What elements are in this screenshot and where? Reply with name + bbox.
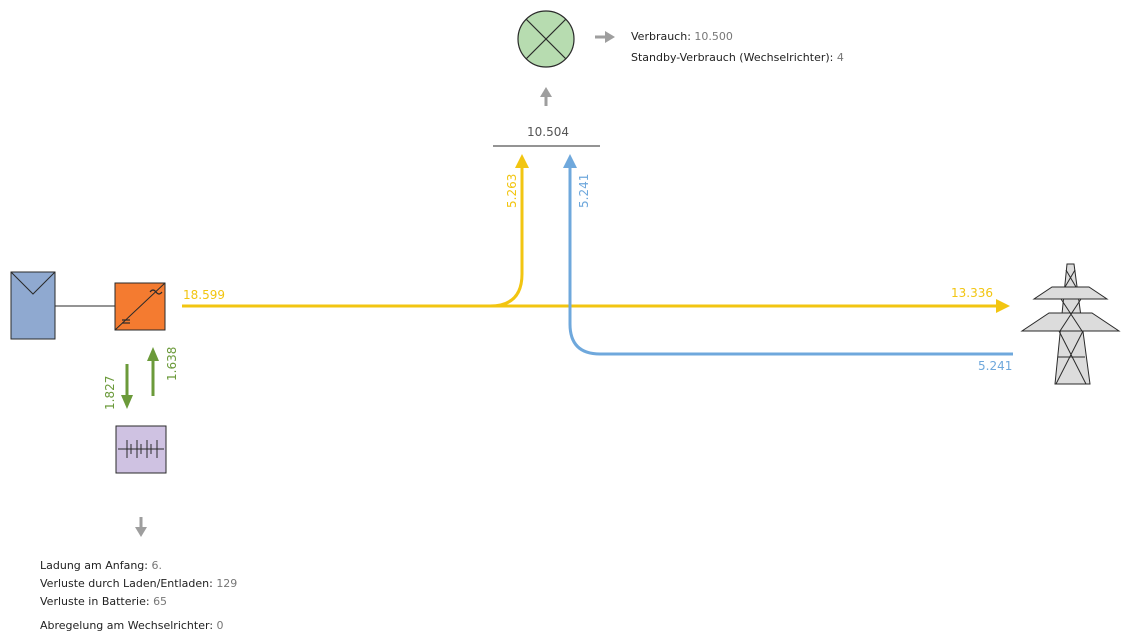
pv-to-load-arrowhead: [515, 154, 529, 168]
initial-charge-label: Ladung am Anfang:: [40, 559, 148, 572]
consumer-info: Verbrauch: 10.500 Standby-Verbrauch (Wec…: [631, 30, 844, 64]
feed-in-arrowhead: [996, 299, 1010, 313]
grid-to-load-flow-line: [568, 168, 1013, 356]
feed-in-label: 13.336: [951, 286, 993, 300]
curtail-value: 0: [216, 619, 224, 632]
battery-charge-arrow: [121, 364, 133, 409]
battery-discharge-arrow: [147, 347, 159, 396]
arrow-down-icon: [135, 517, 147, 537]
arrow-up-icon: [540, 87, 552, 106]
battery-charge-label: 1.827: [103, 376, 117, 410]
solar-panel-icon: [10, 271, 56, 340]
curtail-line: Abregelung am Wechselrichter: 0: [40, 617, 237, 635]
power-pylon-icon: [1020, 263, 1121, 385]
battery-info: Ladung am Anfang: 6. Verluste durch Lade…: [40, 557, 237, 635]
battery-discharge-label: 1.638: [165, 347, 179, 381]
standby-label: Standby-Verbrauch (Wechselrichter):: [631, 51, 834, 64]
charge-loss-value: 129: [216, 577, 238, 590]
consumption-line: Verbrauch: 10.500: [631, 30, 844, 43]
battery-loss-line: Verluste in Batterie: 65: [40, 593, 237, 611]
battery-loss-label: Verluste in Batterie:: [40, 595, 150, 608]
curtail-label: Abregelung am Wechselrichter:: [40, 619, 214, 632]
battery-icon: [115, 425, 167, 474]
grid-to-load-label: 5.241: [577, 174, 591, 208]
standby-value: 4: [836, 51, 844, 64]
grid-to-load-arrowhead: [563, 154, 577, 168]
load-total-label: 10.504: [527, 125, 569, 139]
pv-to-load-label: 5.263: [505, 174, 519, 208]
charge-loss-label: Verluste durch Laden/Entladen:: [40, 577, 213, 590]
standby-line: Standby-Verbrauch (Wechselrichter): 4: [631, 51, 844, 64]
pv-output-label: 18.599: [183, 288, 225, 302]
inverter-icon: [114, 282, 166, 331]
consumer-lamp-icon: [517, 10, 575, 68]
initial-charge-line: Ladung am Anfang: 6.: [40, 557, 237, 575]
charge-loss-line: Verluste durch Laden/Entladen: 129: [40, 575, 237, 593]
consumption-label: Verbrauch:: [631, 30, 691, 43]
initial-charge-value: 6.: [151, 559, 163, 572]
consumption-value: 10.500: [694, 30, 733, 43]
battery-loss-value: 65: [153, 595, 168, 608]
arrow-right-icon: [595, 31, 615, 43]
grid-import-label: 5.241: [978, 359, 1012, 373]
pv-to-load-flow-line: [489, 168, 524, 308]
